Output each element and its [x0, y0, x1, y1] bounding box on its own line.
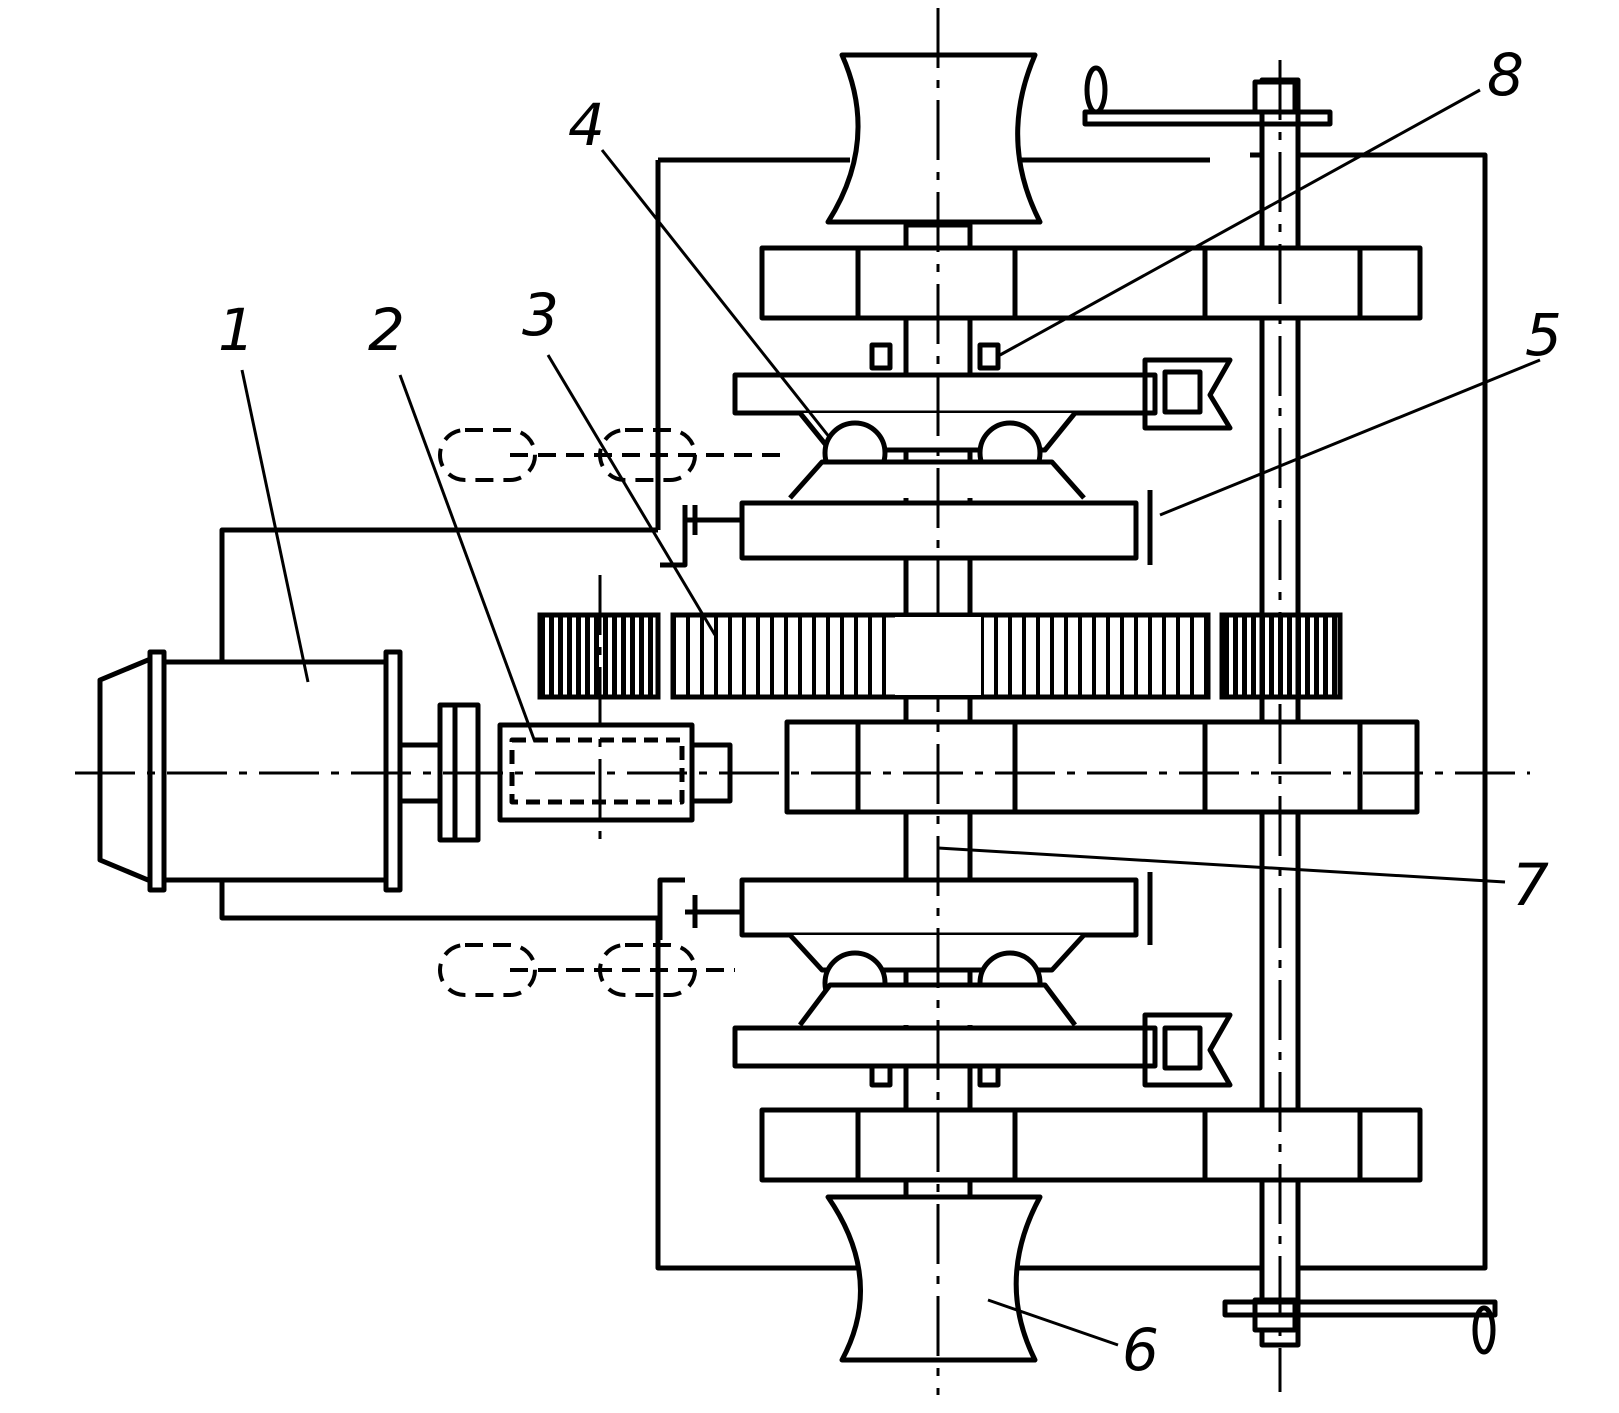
label-4: 4 [568, 91, 605, 159]
label-8: 8 [1487, 41, 1524, 109]
label-3: 3 [522, 281, 559, 349]
upper-brake-lever [660, 505, 740, 568]
upper-clutch-plate [732, 372, 1158, 416]
housing-frame [655, 152, 1488, 1271]
leader-6 [987, 1298, 1119, 1347]
upper-bushing [869, 342, 1001, 371]
upper-gear-bar [759, 245, 1423, 321]
lower-brake-lever [657, 877, 740, 940]
lower-clutch-plate [732, 1025, 1158, 1069]
side-gear [1219, 612, 1343, 700]
lower-yoke [1142, 1012, 1233, 1088]
leader-7 [937, 846, 1506, 884]
bottom-sheave [825, 1194, 1043, 1363]
label-6: 6 [1122, 1316, 1159, 1384]
coupling-sleeve-inner [509, 737, 685, 805]
upper-yoke [1142, 357, 1233, 431]
chain-link-upper-1 [438, 428, 537, 482]
leader-5 [1159, 358, 1541, 517]
leader-4 [600, 149, 832, 439]
label-7: 7 [1512, 851, 1549, 919]
handle-top [1082, 109, 1333, 127]
motor-bracket-top [219, 527, 658, 660]
top-sheave [825, 52, 1043, 225]
motor-bracket-bottom [219, 880, 658, 921]
gear-row [537, 612, 1343, 700]
leader-1 [240, 369, 310, 683]
handle-bottom-knob [1472, 1305, 1496, 1355]
leader-8 [999, 88, 1481, 357]
lower-gear-bar [759, 1107, 1423, 1183]
leader-3 [546, 354, 717, 636]
handle-bottom [1222, 1299, 1498, 1318]
main-gear-hub [895, 617, 981, 695]
chain-link-lower-1 [438, 943, 537, 997]
pinion-gear [537, 612, 661, 700]
label-5: 5 [1525, 301, 1562, 369]
side-shaft-nut-top [1252, 79, 1298, 115]
label-2: 2 [368, 296, 405, 364]
leader-2 [398, 374, 537, 743]
motor-body [161, 659, 389, 883]
middle-gear-bar [784, 719, 1420, 815]
handle-top-knob [1084, 65, 1108, 115]
label-1: 1 [218, 296, 255, 364]
